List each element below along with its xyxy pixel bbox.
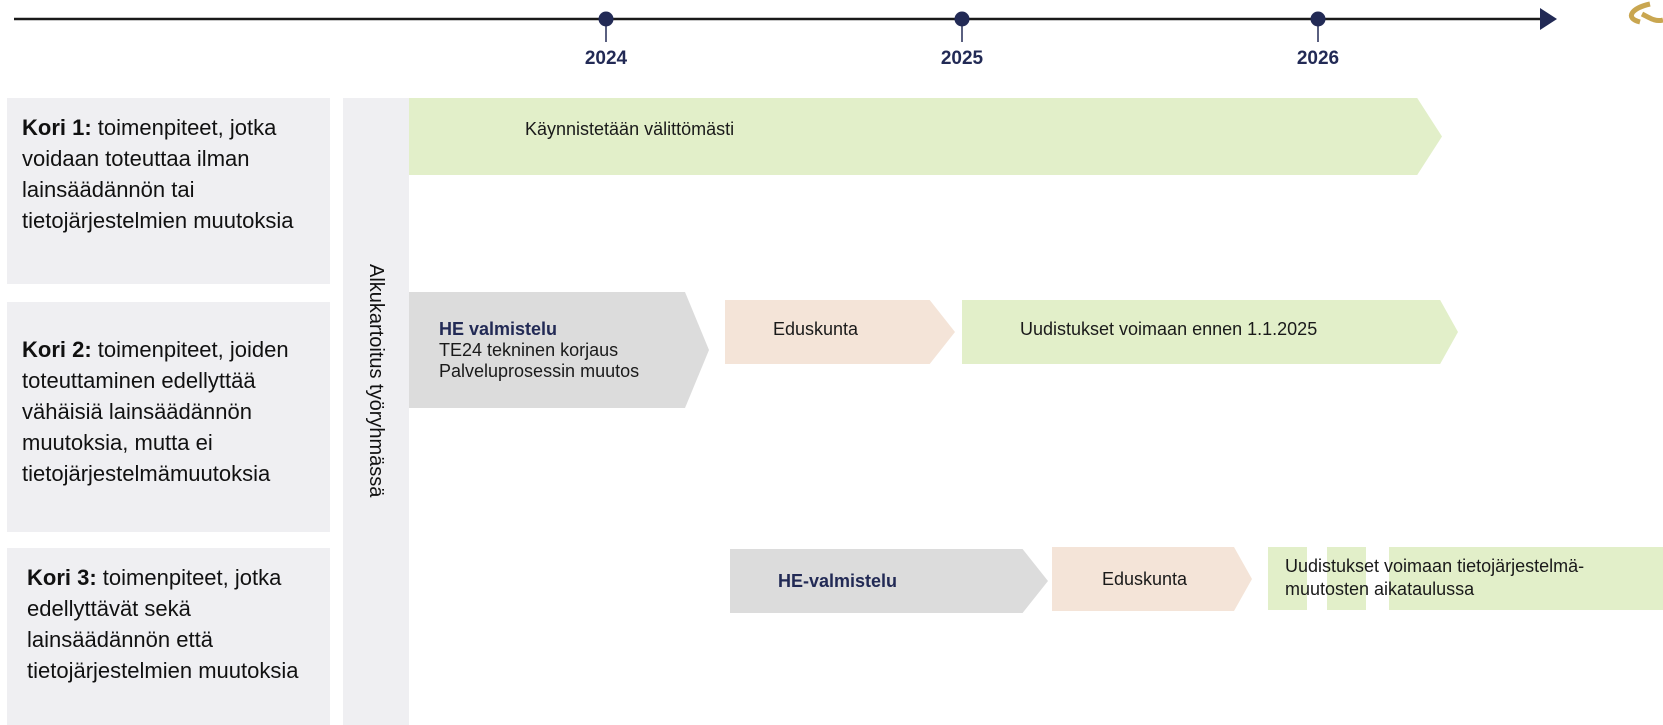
row3-uudistukset-line1: Uudistukset voimaan tietojärjestelmä- bbox=[1285, 556, 1585, 576]
row3-he-label: HE-valmistelu bbox=[778, 570, 898, 591]
row3-uudistukset-line2: muutosten aikataulussa bbox=[1285, 579, 1475, 599]
row2-eduskunta-label: Eduskunta bbox=[773, 318, 859, 339]
row3-eduskunta-arrow: Eduskunta bbox=[1052, 547, 1252, 611]
timeline-axis bbox=[14, 1, 1663, 42]
row2-he-title: HE valmistelu bbox=[439, 318, 558, 339]
dot-2025 bbox=[954, 11, 970, 27]
row3-uudistukset-seg2 bbox=[1327, 547, 1366, 610]
row3-uudistukset-label: Uudistukset voimaan tietojärjestelmä- mu… bbox=[1285, 555, 1584, 601]
kori-3-label: Kori 3: bbox=[27, 565, 97, 590]
timeline-arrowhead bbox=[1540, 8, 1557, 30]
row2-eduskunta-arrow: Eduskunta bbox=[725, 300, 955, 364]
year-2025: 2025 bbox=[940, 48, 984, 69]
kori-1-label: Kori 1: bbox=[22, 115, 92, 140]
row2-uudistukset-label: Uudistukset voimaan ennen 1.1.2025 bbox=[1020, 318, 1318, 339]
row3-eduskunta-label: Eduskunta bbox=[1102, 568, 1188, 589]
kori-1-text: toimenpiteet, jotka voidaan toteuttaa il… bbox=[22, 115, 294, 233]
dot-2024 bbox=[598, 11, 614, 27]
row2-he-line2: TE24 tekninen korjaus bbox=[439, 339, 619, 360]
row3-uudistukset-seg1 bbox=[1268, 547, 1307, 610]
alkukartoitus-column bbox=[343, 98, 409, 725]
year-2024: 2024 bbox=[584, 48, 628, 69]
row3-he-valmistelu-arrow: HE-valmistelu bbox=[730, 549, 1048, 613]
kori-2-text: toimenpiteet, joiden toteuttaminen edell… bbox=[22, 337, 289, 486]
row1-phase1-label: Käynnistetään välittömästi bbox=[525, 119, 735, 139]
row2-he-line3: Palveluprosessin muutos bbox=[439, 360, 640, 381]
kori-3-panel: Kori 3: toimenpiteet, jotka edellyttävät… bbox=[7, 548, 330, 725]
year-2026: 2026 bbox=[1296, 48, 1340, 69]
row3-uudistukset-seg3 bbox=[1389, 547, 1663, 610]
row2-uudistukset-arrow: Uudistukset voimaan ennen 1.1.2025 bbox=[962, 300, 1458, 364]
kori-1-panel: Kori 1: toimenpiteet, jotka voidaan tote… bbox=[7, 98, 330, 284]
row2-he-valmistelu-arrow: HE valmistelu TE24 tekninen korjaus Palv… bbox=[409, 292, 709, 408]
logo-fragment-icon bbox=[1628, 1, 1663, 25]
alkukartoitus-label: Alkukartoitus työryhmässä bbox=[365, 264, 387, 498]
kori-3-text: toimenpiteet, jotka edellyttävät sekä la… bbox=[27, 565, 299, 683]
row1-phase1-arrow: Käynnistetään välittömästi bbox=[409, 98, 1442, 175]
dot-2026 bbox=[1310, 11, 1326, 27]
kori-2-label: Kori 2: bbox=[22, 337, 92, 362]
kori-2-panel: Kori 2: toimenpiteet, joiden toteuttamin… bbox=[7, 302, 330, 532]
